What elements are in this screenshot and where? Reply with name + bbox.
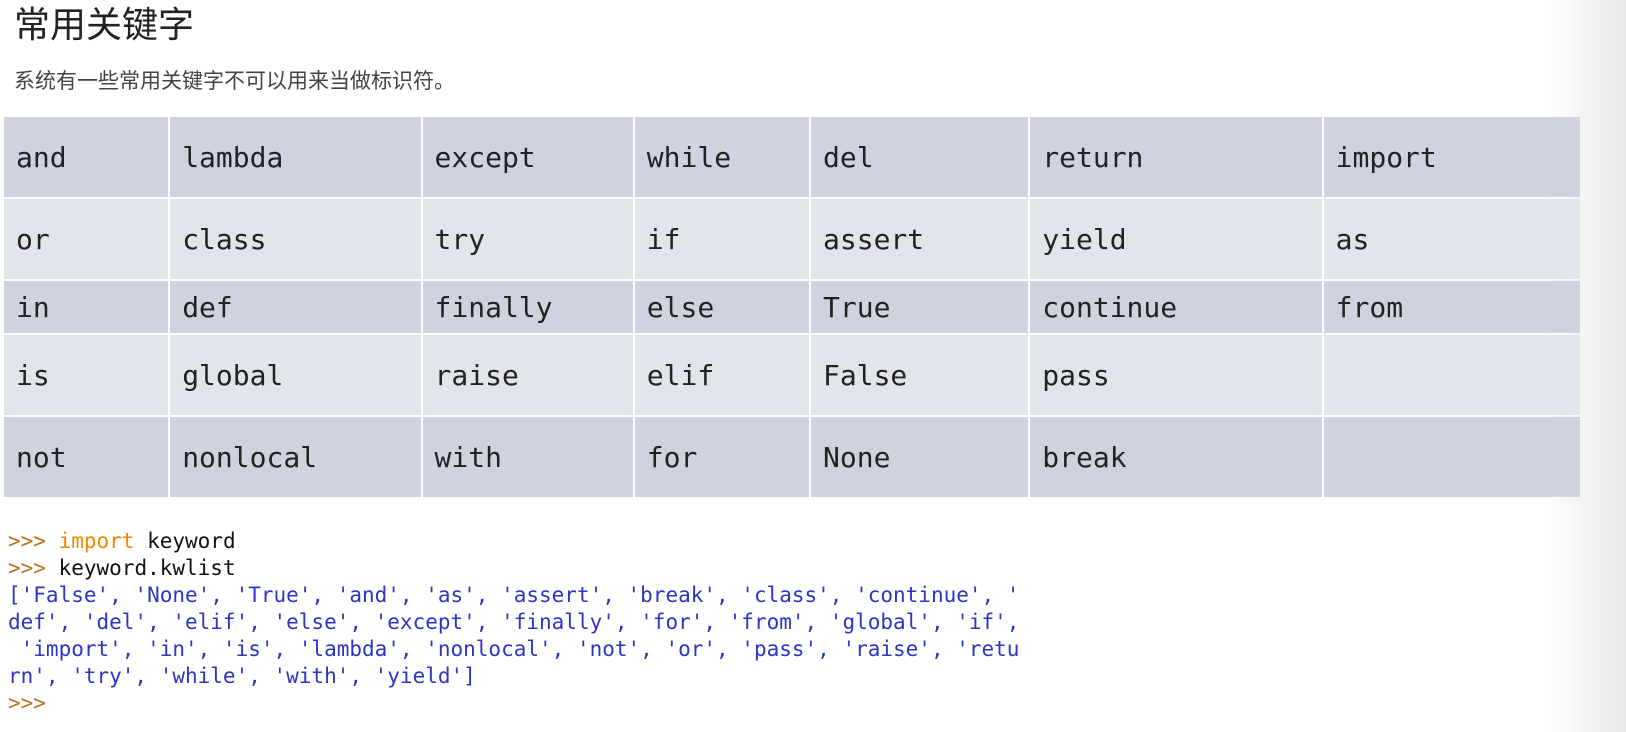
console-input: keyword — [134, 529, 236, 553]
console-input: keyword.kwlist — [45, 556, 236, 580]
table-cell — [1323, 335, 1580, 415]
table-cell: del — [811, 117, 1029, 197]
console-line: >>> import keyword — [8, 529, 236, 553]
console-line: >>> keyword.kwlist — [8, 556, 236, 580]
table-cell: is — [4, 335, 169, 415]
console-prompt: >>> — [8, 556, 46, 580]
table-cell: lambda — [170, 117, 421, 197]
table-cell: break — [1030, 417, 1322, 497]
table-row: not nonlocal with for None break — [4, 417, 1580, 497]
table-cell: or — [4, 199, 169, 279]
table-cell: except — [422, 117, 633, 197]
table-cell: return — [1030, 117, 1322, 197]
table-cell: for — [634, 417, 809, 497]
import-keyword: import — [58, 529, 135, 553]
table-cell: assert — [811, 199, 1029, 279]
table-row: or class try if assert yield as — [4, 199, 1580, 279]
table-row: is global raise elif False pass — [4, 335, 1580, 415]
table-cell: with — [422, 417, 633, 497]
table-cell: elif — [634, 335, 809, 415]
table-cell: as — [1323, 199, 1580, 279]
console-prompt: >>> — [8, 529, 46, 553]
table-cell: in — [4, 281, 169, 333]
table-cell: None — [811, 417, 1029, 497]
console-output-line: rn', 'try', 'while', 'with', 'yield'] — [8, 664, 476, 688]
table-cell: continue — [1030, 281, 1322, 333]
table-cell: finally — [422, 281, 633, 333]
table-cell: False — [811, 335, 1029, 415]
table-cell: try — [422, 199, 633, 279]
table-cell: True — [811, 281, 1029, 333]
table-cell: not — [4, 417, 169, 497]
table-cell: pass — [1030, 335, 1322, 415]
table-cell: raise — [422, 335, 633, 415]
table-cell: nonlocal — [170, 417, 421, 497]
python-console: >>> import keyword >>> keyword.kwlist ['… — [8, 528, 1019, 717]
table-cell — [1323, 417, 1580, 497]
keyword-table: and lambda except while del return impor… — [2, 115, 1582, 499]
table-cell: else — [634, 281, 809, 333]
table-cell: yield — [1030, 199, 1322, 279]
page-description: 系统有一些常用关键字不可以用来当做标识符。 — [14, 69, 455, 93]
table-cell: def — [170, 281, 421, 333]
console-prompt: >>> — [8, 691, 46, 715]
console-output-line: 'import', 'in', 'is', 'lambda', 'nonloca… — [8, 637, 1020, 661]
table-cell: while — [634, 117, 809, 197]
table-row: in def finally else True continue from — [4, 281, 1580, 333]
table-cell: if — [634, 199, 809, 279]
table-cell: and — [4, 117, 169, 197]
console-output-line: def', 'del', 'elif', 'else', 'except', '… — [8, 610, 1020, 634]
table-cell: import — [1323, 117, 1580, 197]
table-cell: from — [1323, 281, 1580, 333]
table-row: and lambda except while del return impor… — [4, 117, 1580, 197]
table-cell: class — [170, 199, 421, 279]
page-title: 常用关键字 — [14, 5, 195, 46]
table-cell: global — [170, 335, 421, 415]
console-output-line: ['False', 'None', 'True', 'and', 'as', '… — [8, 583, 1020, 607]
